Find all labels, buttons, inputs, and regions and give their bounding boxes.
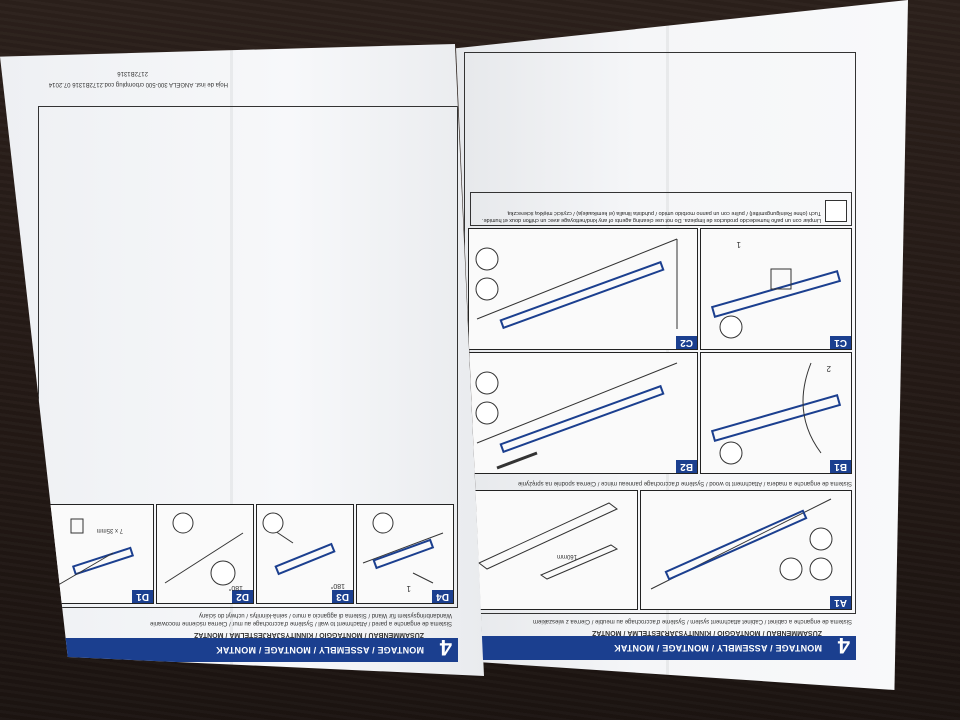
right-instruction-sheet: 4 MONTAGE / ASSEMBLY / MONTAGE / MONTAK … (456, 0, 908, 690)
cleaning-note: Limpiar con un paño humedecido productos… (470, 192, 852, 226)
panel-label: D4 (432, 590, 453, 603)
clip-screw-drawing (475, 238, 678, 330)
panel-d4: D4 1 (356, 504, 454, 604)
screwdriver-drawing (475, 362, 678, 470)
panel-a1: A1 (640, 490, 852, 610)
fold-crease (230, 44, 233, 676)
left-page-content: 4 MONTAGE / ASSEMBLY / MONTAGE / MONTAK … (38, 62, 458, 662)
wood-attach-drawing (710, 362, 842, 465)
panel-label: D1 (132, 590, 153, 603)
step-header: 4 MONTAGE / ASSEMBLY / MONTAGE / MONTAK (38, 635, 458, 662)
panel-b2: B2 (468, 352, 698, 474)
angle-label: 180° (228, 584, 243, 591)
measure-label: 160mm (556, 553, 577, 559)
panel-label: B1 (830, 460, 851, 473)
panel-d1: D1 7 x 35mm (42, 504, 154, 604)
panel-b1: B1 2 (700, 352, 852, 474)
panel-c1: C1 1 (700, 228, 852, 350)
step-subtitle: ZUSAMMENBAU / MONTAGGIO / KINNITYSJÄRJES… (592, 629, 822, 636)
panel-label: B2 (676, 460, 697, 473)
plug-drawing (164, 512, 244, 586)
panel-label: C2 (676, 336, 697, 349)
step-label-2: 2 (826, 364, 831, 373)
cleaning-note-text: Limpiar con un paño humedecido productos… (482, 209, 821, 223)
step-header: 4 MONTAGE / ASSEMBLY / MONTAGE / MONTAK (464, 633, 856, 660)
step-label-1: 1 (736, 240, 741, 249)
step-number: 4 (439, 635, 452, 660)
panel-label: D3 (332, 590, 353, 603)
panel-d3: D3 180° (256, 504, 354, 604)
step-number: 4 (837, 633, 850, 658)
wall-rail-drawing (362, 512, 444, 584)
section-description-2: Wandanbringsystem für Wand / Sistema di … (198, 612, 452, 618)
section-description: Sistema de enganche a pared / Attachment… (150, 620, 452, 626)
clip-attach-drawing (710, 268, 842, 339)
panel-d2: D2 180° (156, 504, 254, 604)
section-description-b: Sistema de enganche a madera / Attachmen… (517, 480, 852, 486)
doc-code: Hoja de inst. ANGELA 300-500 crbomplug c… (48, 81, 228, 87)
drilling-drawing (52, 518, 135, 589)
step-label-1: 1 (406, 584, 411, 593)
panel-label: D2 (232, 590, 253, 603)
step-title: MONTAGE / ASSEMBLY / MONTAGE / MONTAK (613, 643, 822, 653)
left-instruction-sheet: 4 MONTAGE / ASSEMBLY / MONTAGE / MONTAK … (0, 44, 484, 676)
panel-measure: 160mm (468, 490, 638, 610)
section-description: Sistema de enganche a cabinet / Cabinet … (533, 618, 852, 624)
angle-label: 180° (330, 582, 345, 589)
panel-c2: C2 (468, 228, 698, 350)
cleaning-cloth-icon (825, 200, 847, 222)
right-page-content: 4 MONTAGE / ASSEMBLY / MONTAGE / MONTAK … (464, 48, 856, 660)
panel-label: A1 (830, 596, 851, 609)
measure-label: 7 x 35mm (96, 527, 123, 533)
rail-rotation-drawing (262, 512, 336, 576)
step-title: MONTAGE / ASSEMBLY / MONTAGE / MONTAK (215, 645, 424, 655)
step-subtitle: ZUSAMMENBAU / MONTAGGIO / KINNITYSJÄRJES… (194, 631, 424, 638)
panel-label: C1 (830, 336, 851, 349)
rail-measure-drawing (478, 502, 619, 580)
doc-number: 2172B1316 (117, 70, 148, 76)
cabinet-rail-drawing (650, 498, 833, 590)
